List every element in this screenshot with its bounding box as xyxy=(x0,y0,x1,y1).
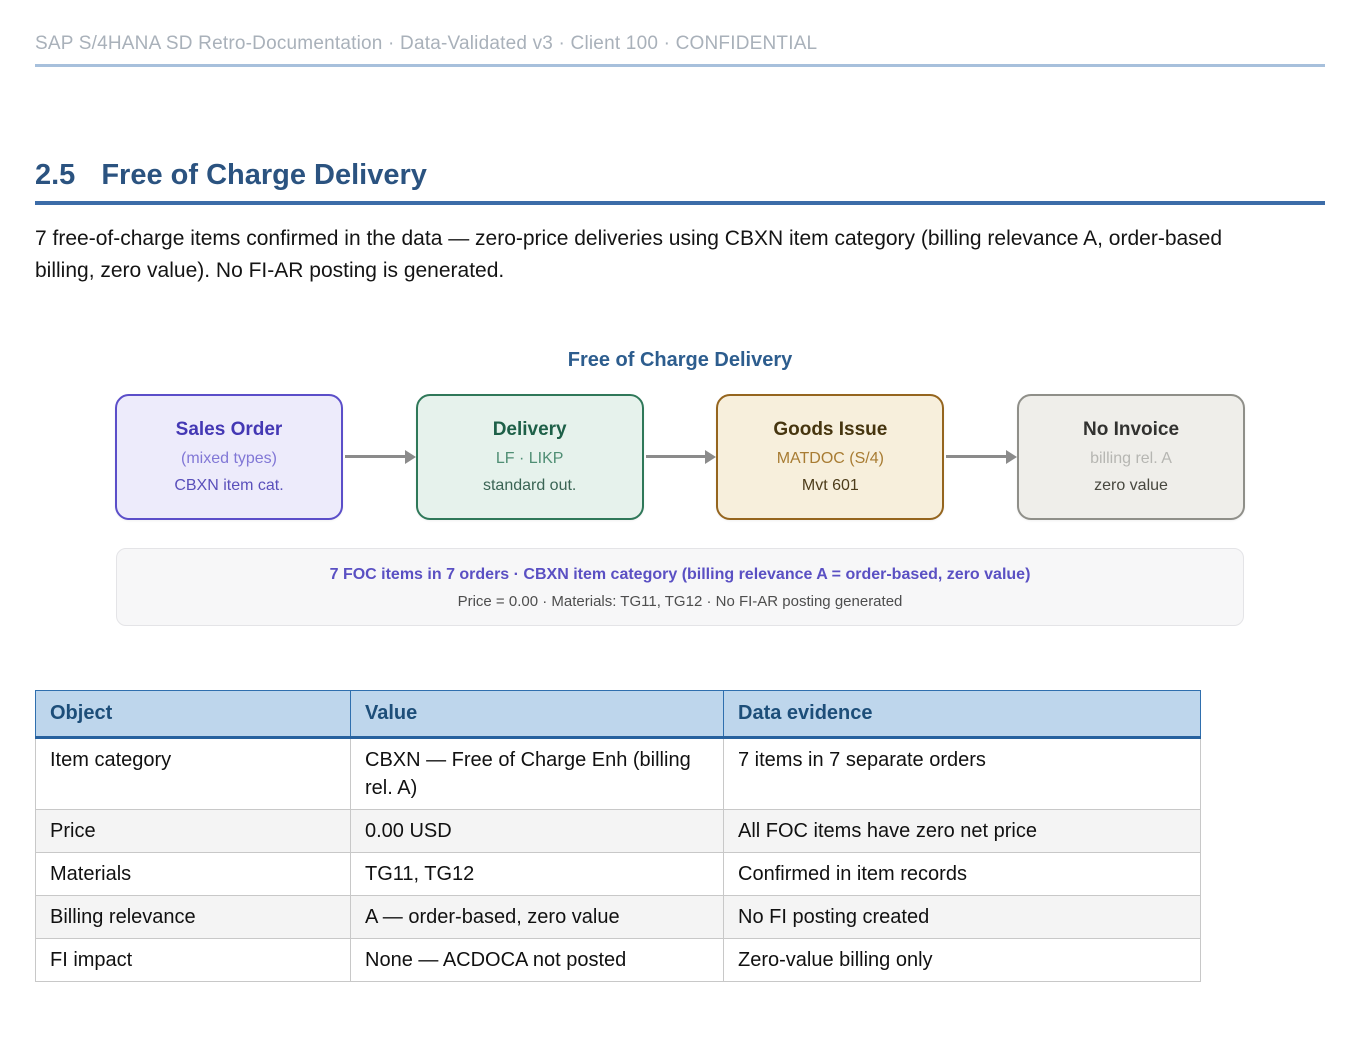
node-detail: zero value xyxy=(1094,476,1168,494)
cell-value: CBXN — Free of Charge Enh (billing rel. … xyxy=(350,736,724,810)
flow-row: Sales Order (mixed types) CBXN item cat.… xyxy=(115,393,1246,520)
diagram-note-box: 7 FOC items in 7 orders · CBXN item cate… xyxy=(116,547,1244,626)
node-title: Delivery xyxy=(492,418,567,440)
table-row: Price 0.00 USD All FOC items have zero n… xyxy=(35,808,1201,853)
node-detail: standard out. xyxy=(482,476,577,494)
diagram-title: Free of Charge Delivery xyxy=(567,348,793,371)
column-header-data-evidence: Data evidence xyxy=(723,689,1201,739)
cell-evidence: 7 items in 7 separate orders xyxy=(723,736,1201,810)
cell-value: A — order-based, zero value xyxy=(350,894,724,939)
process-flow-diagram: Free of Charge Delivery Sales Order (mix… xyxy=(35,349,1325,626)
flow-node-sales-order: Sales Order (mixed types) CBXN item cat. xyxy=(115,393,343,520)
table-header-row: Object Value Data evidence xyxy=(35,689,1201,739)
cell-evidence: No FI posting created xyxy=(723,894,1201,939)
cell-object: Billing relevance xyxy=(35,894,351,939)
flow-arrow-icon xyxy=(343,394,416,520)
node-subtitle: (mixed types) xyxy=(180,449,278,467)
node-subtitle: MATDOC (S/4) xyxy=(776,449,884,467)
doc-meta-header: SAP S/4HANA SD Retro-Documentation · Dat… xyxy=(35,33,1325,67)
section-number: 2.5 xyxy=(35,159,76,191)
cell-value: TG11, TG12 xyxy=(350,851,724,896)
node-subtitle: billing rel. A xyxy=(1090,449,1172,467)
section-heading: 2.5 Free of Charge Delivery xyxy=(35,159,1325,205)
column-header-value: Value xyxy=(350,689,724,739)
section-title: Free of Charge Delivery xyxy=(101,159,427,191)
node-subtitle: LF · LIKP xyxy=(495,449,564,467)
cell-object: FI impact xyxy=(35,937,351,982)
flow-arrow-icon xyxy=(644,394,717,520)
node-detail: CBXN item cat. xyxy=(174,476,284,494)
document-page: SAP S/4HANA SD Retro-Documentation · Dat… xyxy=(35,33,1325,982)
node-detail: Mvt 601 xyxy=(801,476,859,494)
cell-object: Materials xyxy=(35,851,351,896)
node-title: Sales Order xyxy=(175,418,283,440)
node-title: No Invoice xyxy=(1082,418,1180,440)
note-summary-line: 7 FOC items in 7 orders · CBXN item cate… xyxy=(329,565,1031,583)
table-row: Item category CBXN — Free of Charge Enh … xyxy=(35,736,1201,810)
doc-meta-text: SAP S/4HANA SD Retro-Documentation · Dat… xyxy=(35,33,818,54)
cell-value: 0.00 USD xyxy=(350,808,724,853)
cell-evidence: Confirmed in item records xyxy=(723,851,1201,896)
intro-paragraph: 7 free-of-charge items confirmed in the … xyxy=(35,227,1223,282)
flow-node-goods-issue: Goods Issue MATDOC (S/4) Mvt 601 xyxy=(716,393,945,520)
cell-evidence: Zero-value billing only xyxy=(723,937,1201,982)
cell-object: Price xyxy=(35,808,351,853)
cell-value: None — ACDOCA not posted xyxy=(350,937,724,982)
evidence-table: Object Value Data evidence Item category… xyxy=(35,689,1201,982)
cell-evidence: All FOC items have zero net price xyxy=(723,808,1201,853)
table-row: FI impact None — ACDOCA not posted Zero-… xyxy=(35,937,1201,982)
table-row: Materials TG11, TG12 Confirmed in item r… xyxy=(35,851,1201,896)
cell-object: Item category xyxy=(35,736,351,810)
column-header-object: Object xyxy=(35,689,351,739)
table-row: Billing relevance A — order-based, zero … xyxy=(35,894,1201,939)
flow-arrow-icon xyxy=(944,394,1017,520)
flow-node-delivery: Delivery LF · LIKP standard out. xyxy=(415,393,644,520)
node-title: Goods Issue xyxy=(773,418,888,440)
note-detail-line: Price = 0.00 · Materials: TG11, TG12 · N… xyxy=(457,592,903,610)
flow-node-no-invoice: No Invoice billing rel. A zero value xyxy=(1017,393,1246,520)
